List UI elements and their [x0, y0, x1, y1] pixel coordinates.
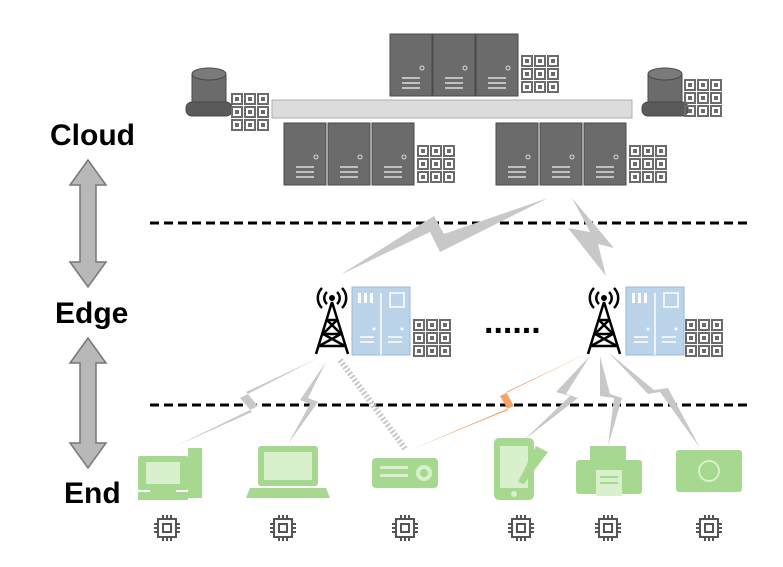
chip-icon — [594, 514, 622, 542]
edge-end-link-dotted — [337, 358, 409, 452]
database-icon — [185, 67, 233, 117]
cloud-edge-link-right — [568, 198, 614, 276]
camera-icon — [676, 450, 742, 492]
edge-server-icon — [625, 286, 685, 356]
processor-cluster-icon — [413, 319, 451, 357]
radio-tower-icon — [586, 286, 622, 356]
processor-cluster-icon — [629, 145, 667, 183]
chip-icon — [695, 514, 723, 542]
processor-cluster-icon — [684, 79, 722, 117]
cloud-edge-link-left — [340, 198, 548, 275]
processor-cluster-icon — [685, 319, 723, 357]
edge-end-links — [176, 352, 700, 448]
desktop-computer-icon — [138, 448, 202, 500]
database-icon — [641, 67, 689, 117]
cloud-edge-arrow — [68, 158, 108, 289]
tablet-icon — [494, 438, 548, 500]
chip-icon — [507, 514, 535, 542]
cloud-backbone-bar — [271, 99, 633, 119]
chip-icon — [391, 514, 419, 542]
tier-label-end: End — [64, 477, 121, 510]
chip-icon — [269, 514, 297, 542]
processor-cluster-icon — [231, 93, 269, 131]
cloud-server-group-right — [495, 122, 627, 186]
tier-label-cloud: Cloud — [50, 119, 135, 152]
laptop-icon — [246, 446, 330, 498]
edge-ellipsis: ...... — [484, 303, 541, 341]
edge-end-link-highlight — [410, 352, 590, 450]
radio-tower-icon — [314, 286, 350, 356]
printer-icon — [576, 446, 642, 496]
chip-icon — [153, 514, 181, 542]
processor-cluster-icon — [521, 55, 559, 93]
edge-end-arrow — [68, 336, 108, 470]
tier-label-edge: Edge — [55, 297, 128, 330]
processor-cluster-icon — [417, 145, 455, 183]
edge-server-icon — [351, 286, 411, 356]
cloud-server-group-left — [283, 122, 415, 186]
projector-icon — [372, 458, 438, 488]
cloud-server-group-top — [389, 33, 519, 97]
